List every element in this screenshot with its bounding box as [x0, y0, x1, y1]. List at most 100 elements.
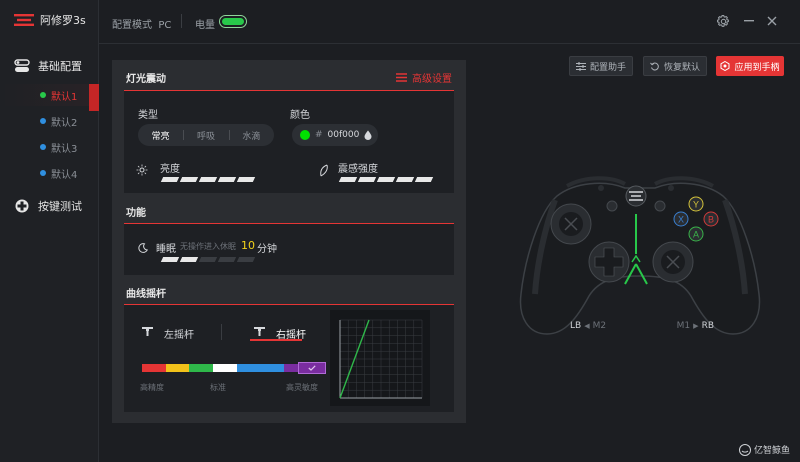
- vibration-segment: [357, 177, 377, 182]
- left-trigger-label: LB: [570, 321, 582, 331]
- menu-icon: [396, 73, 407, 82]
- sidebar-item-label: 基础配置: [38, 60, 82, 73]
- sleep-segment: [236, 257, 256, 262]
- spectrum-segment: [142, 364, 166, 372]
- config-mode-value: PC: [158, 20, 172, 31]
- brightness-label: 亮度: [160, 164, 180, 175]
- curve-grid-svg: [339, 319, 423, 399]
- sleep-segment: [198, 257, 218, 262]
- sleep-segment: [160, 257, 180, 262]
- sidebar-item-label: 按键测试: [38, 200, 82, 213]
- spectrum-segment: [189, 364, 214, 372]
- preset-dot: [40, 118, 46, 124]
- watermark: 亿智鲸鱼: [738, 443, 790, 456]
- preset-label: 默认2: [51, 117, 78, 129]
- response-curve-graph[interactable]: [330, 310, 430, 406]
- preset-item-3[interactable]: 默认3: [0, 136, 99, 158]
- sidebar: 阿修罗3s 基础配置 默认1 默认2 默认3 默认4: [0, 0, 99, 462]
- right-arrow-icon: ▶: [693, 322, 699, 330]
- config-mode-label: 配置模式: [112, 20, 152, 31]
- dpad-icon: [14, 199, 30, 213]
- function-title: 功能: [126, 208, 146, 219]
- apply-to-controller-label: 应用到手柄: [734, 62, 780, 73]
- spectrum-segment: [260, 364, 285, 372]
- light-strip: [624, 263, 648, 285]
- config-assistant-button[interactable]: 配置助手: [569, 56, 633, 76]
- preset-label: 默认4: [51, 169, 78, 181]
- spectrum-label-standard: 标准: [210, 383, 226, 392]
- spectrum-label-precision: 高精度: [140, 383, 164, 392]
- sensitivity-spectrum[interactable]: [142, 364, 309, 372]
- brightness-segment: [179, 177, 199, 182]
- preset-item-4[interactable]: 默认4: [0, 162, 99, 184]
- b-button: [703, 211, 719, 227]
- color-picker[interactable]: # 00f000: [292, 124, 378, 146]
- advanced-settings-link[interactable]: 高级设置: [396, 70, 452, 85]
- sleep-segment: [179, 257, 199, 262]
- check-icon: [308, 365, 316, 371]
- controller-svg: Y X B A: [519, 176, 761, 335]
- sidebar-item-key-test[interactable]: 按键测试: [14, 198, 82, 214]
- section-divider: [124, 90, 454, 91]
- sleep-hint: 无操作进入休眠: [180, 242, 236, 251]
- type-option-drop[interactable]: 水滴: [228, 129, 274, 142]
- right-map-label: M1: [676, 321, 691, 331]
- x-button-label: X: [678, 215, 684, 225]
- y-button: [688, 196, 704, 212]
- curve-line: [339, 319, 370, 399]
- spectrum-selected-marker[interactable]: [298, 362, 326, 374]
- config-mode: 配置模式 PC: [112, 16, 171, 31]
- restore-default-label: 恢复默认: [663, 62, 700, 73]
- color-hash: #: [315, 130, 323, 140]
- sidebar-item-basic-config[interactable]: 基础配置: [14, 58, 82, 74]
- preset-item-1[interactable]: 默认1: [0, 84, 99, 111]
- vibration-level-bar[interactable]: [338, 177, 434, 182]
- a-button: [688, 226, 704, 242]
- restore-default-button[interactable]: 恢复默认: [643, 56, 707, 76]
- preset-item-2[interactable]: 默认2: [0, 110, 99, 132]
- right-stick-tab[interactable]: 右摇杆: [276, 330, 306, 341]
- settings-gear-icon[interactable]: [716, 14, 730, 28]
- minimize-icon[interactable]: [742, 14, 756, 28]
- preset-label: 默认3: [51, 143, 78, 155]
- sliders-icon: [575, 61, 586, 71]
- y-button-label: Y: [693, 200, 699, 210]
- type-option-breath[interactable]: 呼吸: [183, 129, 228, 142]
- preset-dot: [40, 144, 46, 150]
- restore-icon: [650, 62, 659, 71]
- left-back-mapping[interactable]: LB ◀ M2: [570, 318, 630, 334]
- right-trigger-label: RB: [701, 321, 714, 331]
- brightness-level-bar[interactable]: [160, 177, 256, 182]
- brightness-segment: [160, 177, 180, 182]
- brightness-segment: [217, 177, 237, 182]
- curve-stick-title: 曲线摇杆: [126, 289, 166, 300]
- brightness-segment: [236, 177, 256, 182]
- close-icon[interactable]: [765, 14, 779, 28]
- watermark-text: 亿智鲸鱼: [753, 446, 790, 456]
- battery-indicator: [219, 15, 247, 28]
- vibration-segment: [414, 177, 434, 182]
- sleep-unit: 分钟: [257, 244, 277, 255]
- sleep-segment: [217, 257, 237, 262]
- preset-dot: [40, 170, 46, 176]
- top-bar: 配置模式 PC 电量: [99, 0, 800, 44]
- section-divider: [124, 223, 454, 224]
- advanced-settings-label: 高级设置: [412, 74, 452, 85]
- a-button-label: A: [693, 230, 699, 240]
- app-logo-icon: [14, 14, 34, 26]
- left-map-label: M2: [592, 321, 607, 331]
- preset-dot: [40, 92, 46, 98]
- b-button-label: B: [708, 215, 714, 225]
- sleep-value: 10: [241, 239, 255, 252]
- sleep-level-bar[interactable]: [160, 257, 256, 262]
- light-type-selector: 常亮 呼吸 水滴: [138, 124, 274, 146]
- apply-to-controller-button[interactable]: 应用到手柄: [716, 56, 784, 76]
- left-arrow-icon: ◀: [584, 322, 590, 330]
- color-value: 00f000: [327, 130, 360, 140]
- selected-tab-underline: [250, 339, 302, 341]
- left-stick-tab[interactable]: 左摇杆: [164, 330, 194, 341]
- type-option-steady[interactable]: 常亮: [151, 131, 170, 142]
- preset-label: 默认1: [51, 91, 78, 103]
- left-stick-icon: [142, 327, 153, 336]
- right-back-mapping[interactable]: M1 ▶ RB: [654, 318, 714, 334]
